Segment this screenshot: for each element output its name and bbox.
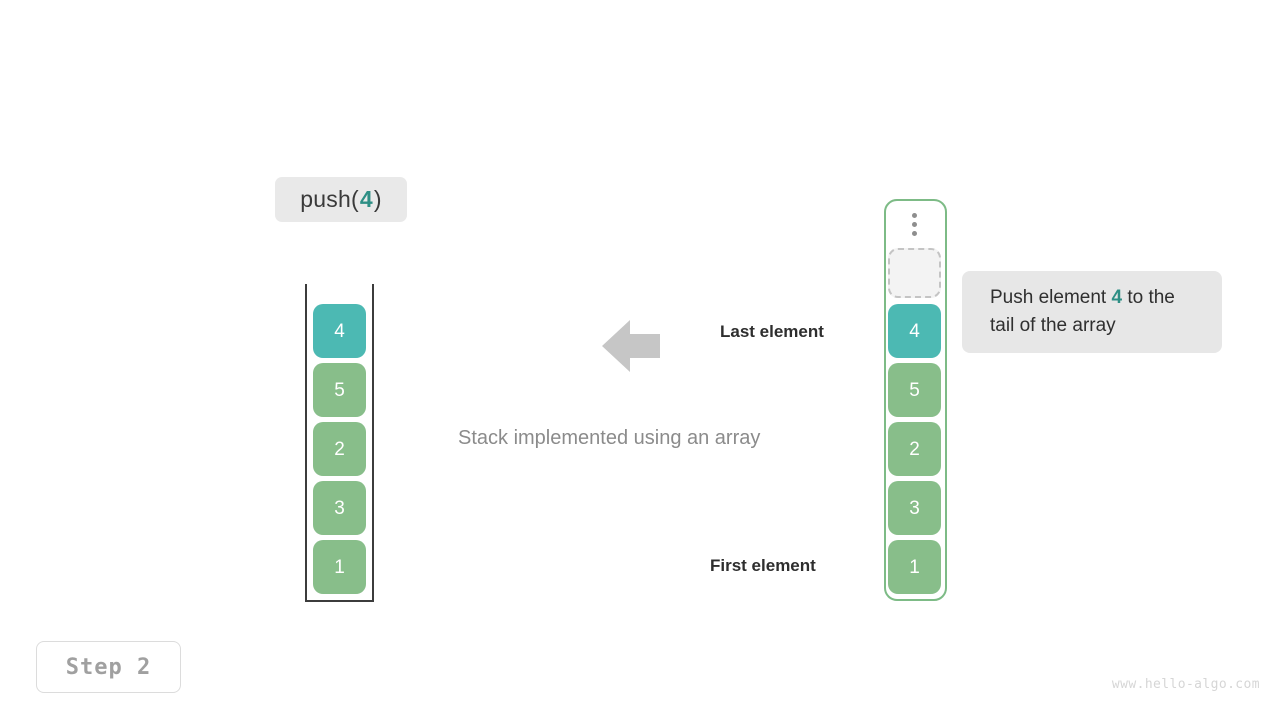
explanation-tooltip: Push element 4 to the tail of the array [962,271,1222,353]
array-cell: 4 [888,304,941,358]
watermark: www.hello-algo.com [1111,677,1260,692]
array-cell: 5 [888,363,941,417]
stack-cell: 1 [313,540,366,594]
stack-container-frame [305,284,374,602]
diagram-caption: Stack implemented using an array [458,427,761,449]
array-cell-list: 4 5 2 3 1 [888,304,941,594]
first-element-label: First element [710,556,816,575]
array-cell: 2 [888,422,941,476]
arrow-left-icon [602,318,660,374]
stack-cell: 3 [313,481,366,535]
array-cell: 3 [888,481,941,535]
operation-suffix: ) [373,186,382,212]
stack-cell: 2 [313,422,366,476]
stack-cell-list: 4 5 2 3 1 [313,304,366,594]
tooltip-value: 4 [1111,287,1123,308]
operation-prefix: push( [300,186,359,212]
step-badge: Step 2 [36,641,181,693]
stack-cell: 4 [313,304,366,358]
array-cell: 1 [888,540,941,594]
tooltip-trail: to the tail of the array [990,287,1175,336]
array-empty-slot [888,248,941,298]
tooltip-lead: Push element [990,287,1112,308]
stack-cell: 5 [313,363,366,417]
operation-value: 4 [359,186,373,212]
operation-label: push(4) [275,177,407,222]
last-element-label: Last element [720,322,824,341]
vertical-ellipsis-icon [908,209,920,239]
